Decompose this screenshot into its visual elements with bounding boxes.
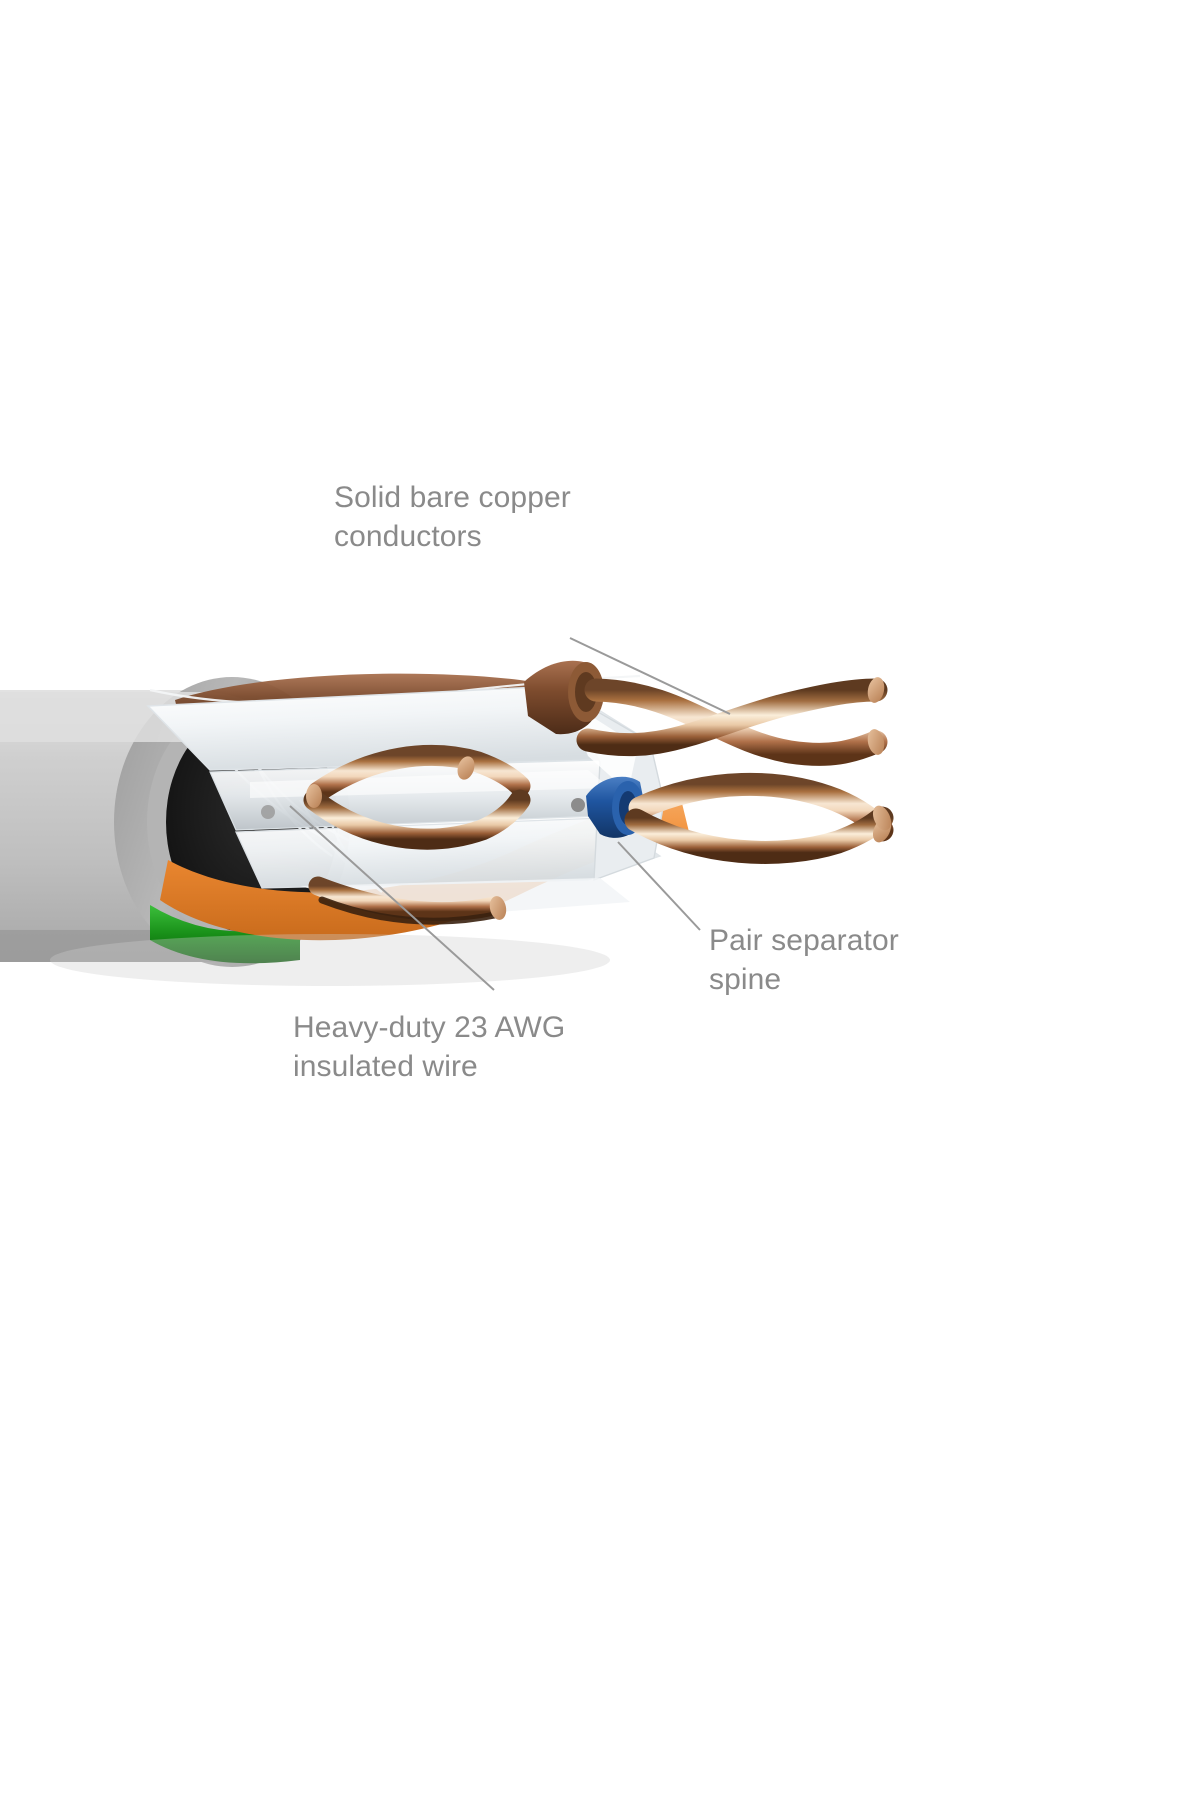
bare-copper-conductors-lower (624, 772, 894, 864)
label-pair-separator-spine: Pair separator spine (709, 924, 899, 996)
leader-line-awg (289, 805, 495, 991)
green-insulated-pair (150, 905, 300, 964)
spine-callout-dot (571, 798, 585, 812)
leader-line-copper (569, 637, 731, 715)
leader-lines (289, 637, 731, 991)
orange-insulated-pair (160, 795, 690, 941)
label-heavy-duty-23-awg-insulated-wire: Heavy-duty 23 AWG insulated wire (293, 1011, 566, 1083)
bare-copper-conductors-upper (576, 677, 888, 766)
leader-line-spine (617, 841, 701, 931)
bare-copper-conductors-bottom (308, 876, 507, 925)
label-solid-bare-copper-conductors: Solid bare copper conductors (334, 481, 571, 553)
bare-copper-conductors-middle (303, 745, 531, 850)
